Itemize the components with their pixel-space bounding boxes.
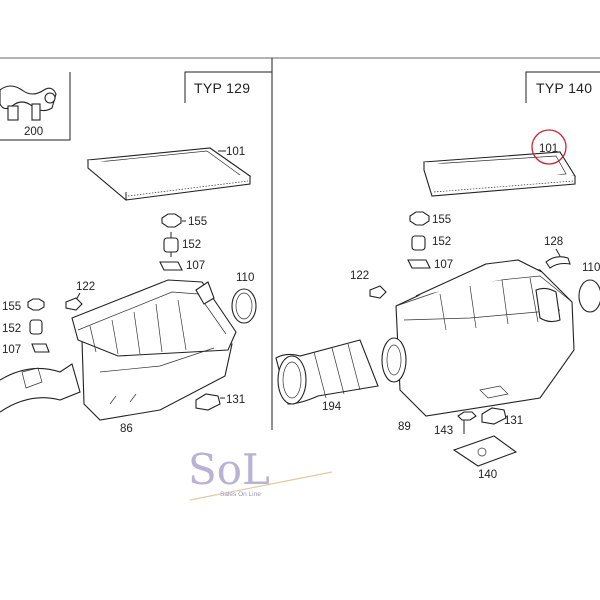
- callout-101-left: 101: [226, 146, 245, 158]
- mount-152-right: 152: [411, 235, 451, 251]
- nut-155-left: 155: [161, 213, 207, 228]
- callout-86: 86: [120, 423, 133, 435]
- clip-107-right: 107: [407, 259, 453, 271]
- highlight-circle: [531, 129, 567, 165]
- typ-140-box: TYP 140: [525, 71, 600, 103]
- callout-128: 128: [544, 236, 563, 248]
- callout-122-left: 122: [76, 281, 95, 293]
- logo-wordmark: SoL: [188, 445, 270, 494]
- callout-107b: 107: [2, 344, 21, 356]
- left-small-parts: 155 152 107: [2, 298, 50, 356]
- callout-110-right: 110: [582, 262, 600, 274]
- hose-128: 128: [544, 236, 571, 269]
- callout-200: 200: [24, 126, 43, 138]
- callout-101-right: 101: [539, 143, 558, 155]
- sol-logo: SoL Sales On Line: [188, 445, 333, 501]
- clip-122-right: 122: [350, 270, 387, 299]
- grommet-131-left: 131: [195, 393, 245, 411]
- callout-152b: 152: [2, 323, 21, 335]
- nut-155-right: 155: [409, 211, 451, 226]
- bracket-140: 140: [452, 435, 518, 481]
- typ-129-label: TYP 129: [194, 80, 250, 96]
- gasket-110-right: 110: [578, 262, 600, 313]
- callout-107-right: 107: [434, 259, 453, 271]
- callout-89: 89: [398, 421, 411, 433]
- callout-194: 194: [322, 401, 342, 413]
- callout-155b: 155: [2, 301, 21, 313]
- callout-152-left: 152: [182, 239, 201, 251]
- mount-152-left: 152: [163, 232, 201, 257]
- filter-101-left: 101: [86, 146, 252, 201]
- typ-140-label: TYP 140: [536, 80, 592, 96]
- callout-107-left: 107: [186, 260, 205, 272]
- bolt-143: 143: [434, 411, 477, 437]
- callout-140: 140: [478, 469, 497, 481]
- highlight-101: 101: [531, 129, 567, 165]
- callout-155-right: 155: [432, 214, 451, 226]
- clip-107-left: 107: [159, 260, 205, 272]
- inset-200: 200: [0, 72, 71, 141]
- logo-tagline: Sales On Line: [220, 491, 261, 498]
- clip-122-left: 122: [65, 281, 95, 311]
- callout-131-right: 131: [504, 415, 523, 427]
- filter-101-right: [423, 151, 576, 197]
- gasket-110-left: 110: [231, 272, 257, 324]
- housing-86: 86: [0, 279, 237, 435]
- callout-131-left: 131: [226, 394, 245, 406]
- housing-89: 89: [381, 259, 575, 433]
- callout-122-right: 122: [350, 270, 369, 282]
- callout-152-right: 152: [432, 236, 451, 248]
- grommet-131-right: 131: [481, 407, 523, 427]
- callout-155-left: 155: [188, 216, 207, 228]
- callout-143: 143: [434, 425, 453, 437]
- callout-110-left: 110: [236, 272, 254, 284]
- typ-129-box: TYP 129: [184, 71, 272, 103]
- intake-duct-194: 194: [275, 339, 379, 413]
